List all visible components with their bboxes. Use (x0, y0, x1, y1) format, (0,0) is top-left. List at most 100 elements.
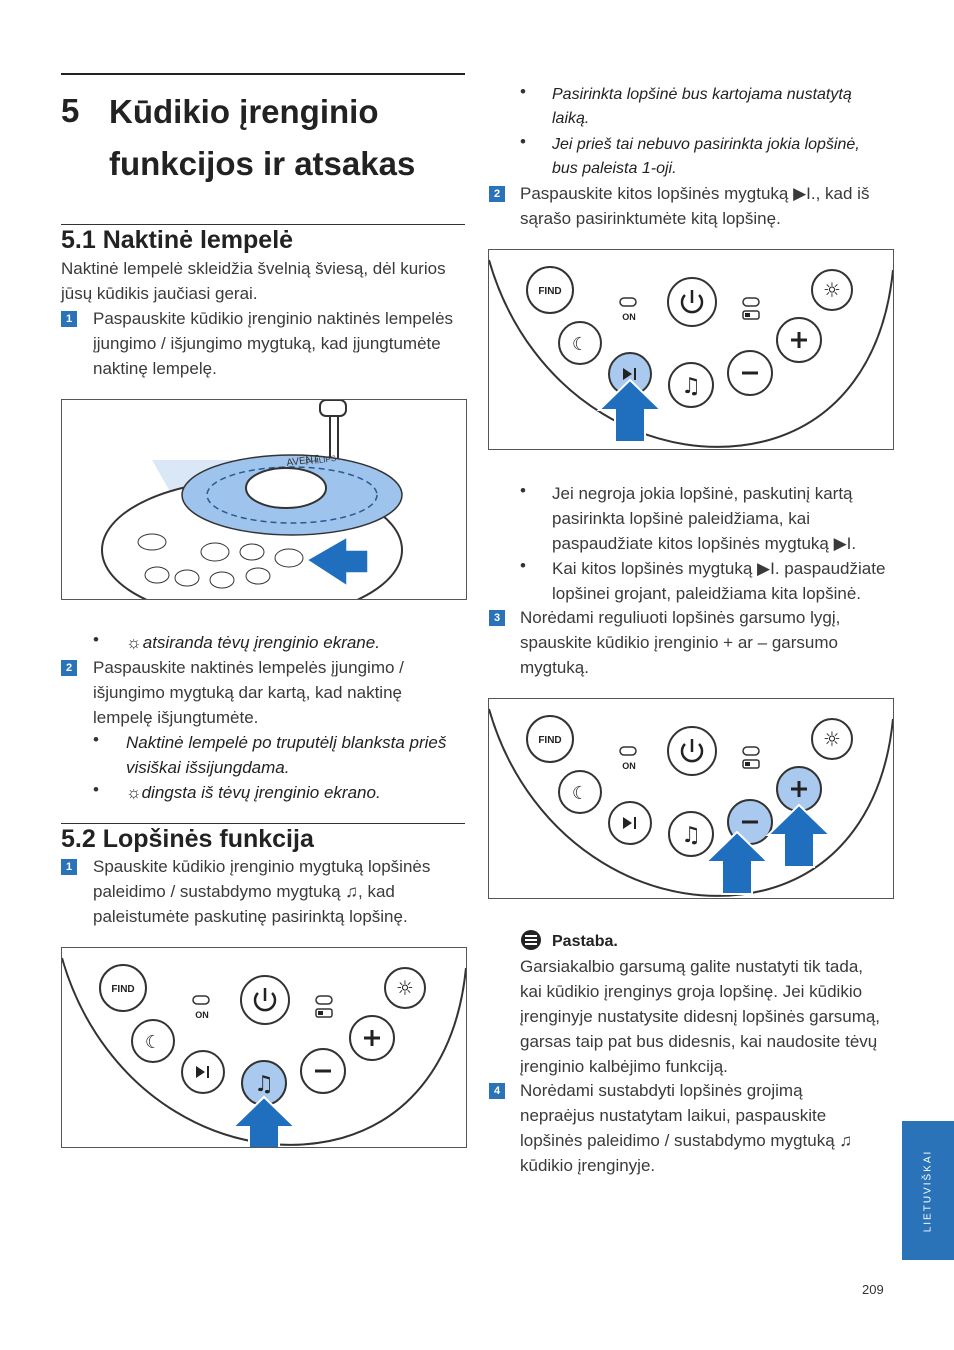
section1-title: 5.1 Naktinė lempelė (61, 226, 294, 254)
step-badge: 2 (61, 660, 77, 676)
section1-intro-line-2: jūsų kūdikis jaučiasi gerai. (61, 284, 258, 303)
find-label: FIND (538, 286, 561, 297)
step-badge: 2 (489, 186, 505, 202)
section1-intro-line-1: Naktinė lempelė skleidžia švelnią šviesą… (61, 259, 446, 278)
s1-step1-line-3: naktinę lempelę. (93, 359, 217, 378)
device-outline (62, 957, 466, 1146)
find-button (526, 266, 574, 314)
nightlight-button (384, 967, 426, 1009)
battery-level (745, 313, 750, 317)
power-icon (680, 743, 704, 763)
r-bullet-d-line-1: Kai kitos lopšinės mygtuką ▶I. paspaudži… (552, 559, 886, 578)
next-icon (623, 817, 632, 829)
language-tab-label: LIETUVIŠKAI (922, 1149, 934, 1232)
moon-button (558, 321, 602, 365)
power-icon (253, 992, 277, 1012)
chapter-title-line-1: Kūdikio įrenginio (109, 93, 379, 130)
section1-rule (61, 224, 465, 225)
next-icon (196, 1066, 205, 1078)
r-bullet-a-line-1: Pasirinkta lopšinė bus kartojama nustaty… (552, 86, 852, 103)
moon-stars-icon: ☾ (572, 334, 588, 355)
nightlight-icon: ☼ (823, 727, 841, 751)
note-line-1: Garsiakalbio garsumą galite nustatyti ti… (520, 957, 864, 976)
r-step2-line-1: Paspauskite kitos lopšinės mygtuką ▶I., … (520, 184, 870, 203)
bullet-dot: • (520, 481, 526, 500)
s1-bullet2-line-1: Naktinė lempelė po truputėlį blanksta pr… (126, 733, 447, 752)
battery-level (318, 1011, 323, 1015)
on-led (619, 297, 637, 307)
r-step3-line-1: Norėdami reguliuoti lopšinės garsumo lyg… (520, 608, 841, 627)
r-step2-line-2: sąrašo pasirinktumėte kitą lopšinę. (520, 209, 781, 228)
page-number: 209 (862, 1282, 884, 1297)
r-step3-line-2: spauskite kūdikio įrenginio + ar – garsu… (520, 633, 838, 652)
section2-rule (61, 823, 465, 824)
bullet-dot: • (93, 730, 99, 749)
r-bullet-a-line-2: laiką. (552, 110, 590, 127)
s1-step1-line-2: įjungimo / išjungimo mygtuką, kad įjungt… (93, 334, 441, 353)
music-note-icon: ♫ (681, 374, 701, 399)
r-step4-line-2: nepraėjus nustatytam laikui, paspauskite (520, 1106, 827, 1125)
r-bullet-c-line-3: paspaudžiate kitos lopšinės mygtuką ▶I. (552, 534, 857, 553)
r-step4-line-1: Norėdami sustabdyti lopšinės grojimą (520, 1081, 803, 1100)
press-arrow (703, 830, 771, 895)
s2-step1-line-1: Spauskite kūdikio įrenginio mygtuką lopš… (93, 857, 431, 876)
music-note-icon: ♫ (254, 1072, 274, 1097)
on-label: ON (622, 761, 636, 771)
s1-bullet1-row: ☼ atsiranda tėvų įrenginio ekrane. (126, 630, 380, 655)
find-button (99, 964, 147, 1012)
moon-button (131, 1019, 175, 1063)
s1-step2-line-2: išjungimo mygtuką dar kartą, kad naktinę (93, 683, 402, 702)
battery-led (742, 297, 760, 307)
power-icon (680, 294, 704, 314)
step-badge: 4 (489, 1083, 505, 1099)
press-arrow (305, 535, 369, 588)
s1-step1-line-1: Paspauskite kūdikio įrenginio naktinės l… (93, 309, 454, 328)
r-bullet-b-line-2: bus paleista 1-oji. (552, 160, 677, 177)
step-badge: 3 (489, 610, 505, 626)
device-outline (489, 259, 893, 448)
note-line-5: įrenginio kalbėjimo funkciją. (520, 1057, 728, 1076)
section2-title: 5.2 Lopšinės funkcija (61, 825, 314, 853)
r-bullet-b-line-1: Jei prieš tai nebuvo pasirinkta jokia lo… (552, 136, 860, 153)
s2-step1-line-2: paleidimo / sustabdymo mygtuką ♫, kad (93, 882, 395, 901)
chapter-top-rule (61, 73, 465, 75)
on-led (619, 746, 637, 756)
s2-step1-line-3: paleistumėte paskutinę pasirinktą lopšin… (93, 907, 408, 926)
lullaby-button (668, 362, 714, 408)
nightlight-icon: ☼ (126, 633, 142, 652)
note-title: Pastaba. (552, 933, 618, 950)
moon-button (558, 770, 602, 814)
note-line-2: kai kūdikio įrenginys groja lopšinę. Jei… (520, 982, 863, 1001)
model-label: AVENT (286, 454, 320, 469)
on-label: ON (622, 312, 636, 322)
chapter-title-line-2: funkcijos ir atsakas (109, 145, 416, 182)
battery-level (745, 762, 750, 766)
nightlight-icon: ☼ (396, 976, 414, 1000)
r-bullet-c-line-2: pasirinkta lopšinė paleidžiama, kai (552, 509, 810, 528)
nightlight-icon: ☼ (126, 783, 142, 802)
note-line-3: įrenginyje nustatysite didesnį lopšinės … (520, 1007, 881, 1026)
r-step4-line-4: kūdikio įrenginyje. (520, 1156, 656, 1175)
nightlight-figure: PHILIPS AVENT (61, 399, 467, 600)
press-arrow (230, 1095, 298, 1147)
bullet-dot: • (520, 82, 526, 101)
nightlight-icon: ☼ (823, 278, 841, 302)
bullet-dot: • (93, 630, 99, 649)
lullaby-button (668, 811, 714, 857)
note-icon (521, 930, 541, 950)
step-badge: 1 (61, 859, 77, 875)
nightlight-button (811, 269, 853, 311)
moon-stars-icon: ☾ (572, 783, 588, 804)
step-badge: 1 (61, 311, 77, 327)
moon-stars-icon: ☾ (145, 1032, 161, 1053)
s1-bullet3-row: ☼dingsta iš tėvų įrenginio ekrano. (126, 780, 381, 805)
s1-step2-line-1: Paspauskite naktinės lempelės įjungimo / (93, 658, 404, 677)
press-arrow (596, 378, 664, 443)
bullet-dot: • (520, 132, 526, 151)
next-icon (623, 368, 632, 380)
r-bullet-d-line-2: lopšinei grojant, paleidžiama kita lopši… (552, 584, 862, 603)
r-step4-line-3: lopšinės paleidimo / sustabdymo mygtuką … (520, 1131, 853, 1150)
find-label: FIND (538, 735, 561, 746)
find-label: FIND (111, 984, 134, 995)
